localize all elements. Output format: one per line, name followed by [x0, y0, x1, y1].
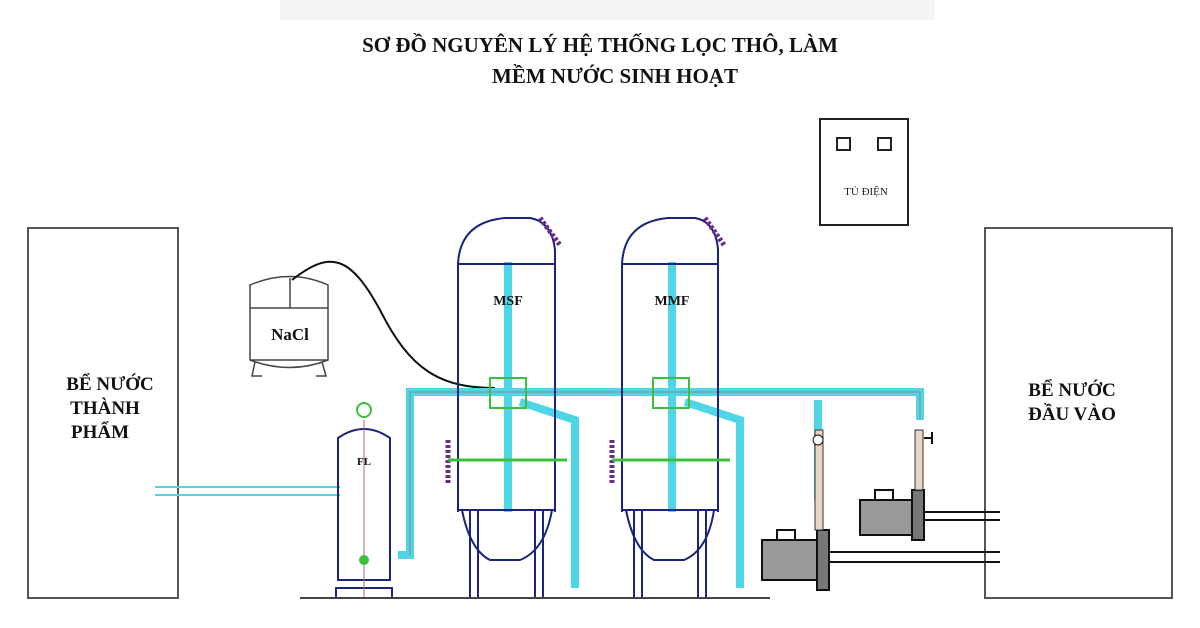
fl-filter: FL [335, 402, 393, 599]
pressure-gauge-icon [356, 402, 372, 418]
multiport-valve [652, 377, 690, 409]
msf-filter-tank: MSF [445, 216, 567, 598]
brine-tank: NaCl [249, 275, 329, 377]
title-line-1: SƠ ĐỒ NGUYÊN LÝ HỆ THỐNG LỌC THÔ, LÀM [362, 33, 838, 57]
output-tank-label-2: THÀNH [70, 397, 140, 419]
brine-hose [291, 260, 496, 389]
brine-tank-label: NaCl [271, 325, 309, 344]
control-cabinet: TỦ ĐIỆN [819, 118, 909, 226]
mmf-filter-tank: MMF [609, 216, 730, 598]
input-tank-label-1: BỂ NƯỚC [1028, 379, 1115, 401]
output-water-tank: BỂ NƯỚC THÀNH PHẨM [27, 227, 179, 599]
control-cabinet-label: TỦ ĐIỆN [844, 186, 888, 198]
output-tank-label-3: PHẨM [71, 421, 129, 443]
pump-2 [859, 429, 1000, 541]
fl-label: FL [357, 456, 371, 468]
output-tank-label-1: BỂ NƯỚC [66, 373, 153, 395]
indicator-light [877, 137, 892, 151]
msf-label: MSF [493, 294, 523, 309]
title-backdrop [280, 0, 935, 20]
pump-1 [761, 429, 1000, 591]
mmf-label: MMF [655, 294, 690, 309]
indicator-light [836, 137, 851, 151]
input-tank-label-2: ĐẦU VÀO [1028, 403, 1116, 425]
input-water-tank: BỂ NƯỚC ĐẦU VÀO [984, 227, 1173, 599]
title-line-2: MỀM NƯỚC SINH HOẠT [492, 64, 738, 88]
multiport-valve [489, 377, 527, 409]
